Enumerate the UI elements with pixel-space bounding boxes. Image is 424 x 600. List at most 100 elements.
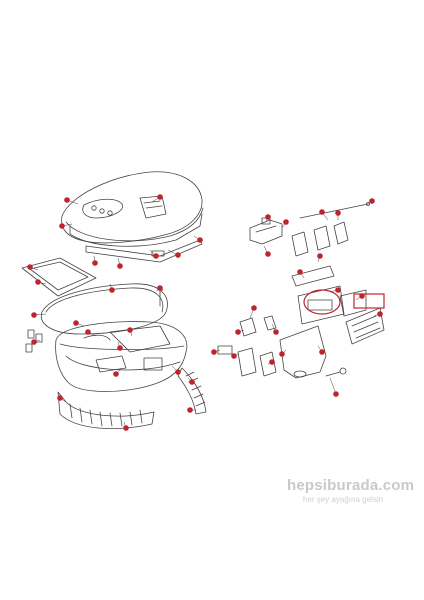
callout-marker — [317, 345, 325, 355]
callout-leader-line — [329, 377, 337, 395]
callout-dot — [297, 269, 303, 275]
callout-dot — [117, 263, 123, 269]
callout-marker — [317, 253, 323, 263]
callout-dot — [73, 320, 79, 326]
callout-marker — [167, 249, 181, 258]
callout-marker — [85, 329, 97, 337]
callout-dot — [175, 252, 181, 258]
callout-marker — [335, 210, 341, 220]
callout-marker — [171, 365, 181, 375]
callout-dot — [175, 369, 181, 375]
callout-marker — [73, 320, 85, 327]
seal-ring — [40, 283, 168, 335]
callout-dot — [231, 353, 237, 359]
callout-marker — [149, 249, 159, 259]
highlight-box — [353, 293, 385, 309]
callout-dot — [197, 237, 203, 243]
side-brackets — [217, 315, 277, 377]
callout-dot — [153, 253, 159, 259]
callout-marker — [92, 255, 98, 266]
callout-dot — [123, 425, 129, 431]
callout-marker — [109, 283, 115, 293]
callout-marker — [373, 311, 383, 317]
callout-marker — [187, 377, 195, 385]
callout-dot — [59, 223, 65, 229]
callout-dot — [279, 351, 285, 357]
callout-markers — [27, 194, 383, 431]
callout-marker — [265, 214, 271, 223]
callout-marker — [31, 312, 47, 318]
callout-marker — [157, 285, 163, 294]
callout-dot — [319, 349, 325, 355]
callout-dot — [377, 311, 383, 317]
callout-dot — [187, 407, 193, 413]
callout-dot — [265, 214, 271, 220]
callout-dot — [269, 359, 275, 365]
callout-marker — [271, 323, 279, 335]
callout-marker — [235, 329, 245, 335]
callout-marker — [113, 367, 123, 377]
callout-dot — [113, 371, 119, 377]
callout-marker — [187, 407, 196, 413]
watermark-brand: hepsiburada.com — [287, 477, 415, 494]
small-clips — [25, 329, 43, 353]
callout-marker — [193, 235, 203, 243]
callout-marker — [27, 264, 39, 271]
callout-marker — [231, 353, 239, 359]
callout-marker — [31, 339, 41, 345]
callout-dot — [317, 253, 323, 259]
callout-dot — [359, 293, 365, 299]
callout-dot — [273, 329, 279, 335]
callout-dot — [31, 312, 37, 318]
callout-dot — [157, 285, 163, 291]
lid-trim-strip — [85, 239, 203, 263]
callout-dot — [283, 219, 289, 225]
callout-marker — [281, 219, 289, 229]
callout-marker — [35, 279, 47, 285]
callout-marker — [117, 257, 123, 269]
callout-dot — [251, 305, 257, 311]
callout-dot — [57, 395, 63, 401]
callout-dot — [64, 197, 70, 203]
bottom-panel-left — [57, 391, 155, 429]
callout-dot — [31, 339, 37, 345]
callout-marker — [279, 349, 287, 357]
latch-rod — [299, 202, 370, 219]
callout-dot — [333, 391, 339, 397]
case-base — [55, 321, 188, 392]
callout-marker — [355, 293, 365, 301]
callout-dot — [335, 210, 341, 216]
watermark: hepsiburada.com her şey ayağına gelsin — [287, 477, 417, 504]
callout-dot — [265, 251, 271, 257]
callout-dot — [35, 279, 41, 285]
key — [325, 367, 347, 377]
callout-marker — [117, 341, 123, 351]
callout-dot — [117, 345, 123, 351]
callout-marker — [263, 245, 271, 257]
callout-dot — [85, 329, 91, 335]
case-lid — [61, 171, 204, 247]
callout-marker — [329, 377, 339, 397]
highlight-ellipse — [303, 289, 341, 315]
callout-marker — [267, 359, 275, 365]
callout-marker — [319, 209, 329, 221]
callout-dot — [27, 264, 33, 270]
callout-dot — [127, 327, 133, 333]
callout-marker — [249, 305, 257, 319]
callout-marker — [59, 223, 73, 229]
callout-dot — [319, 209, 325, 215]
callout-dot — [92, 260, 98, 266]
callout-dot — [335, 287, 341, 293]
callout-marker — [127, 327, 133, 337]
bottom-panel-right — [177, 367, 207, 415]
latch-arms — [291, 221, 349, 257]
inner-lid-panel — [21, 257, 97, 297]
callout-marker — [297, 269, 305, 279]
callout-dot — [157, 194, 163, 200]
callout-marker — [211, 349, 221, 355]
cover-plate — [339, 289, 385, 345]
callout-marker — [57, 395, 67, 403]
callout-dot — [211, 349, 217, 355]
callout-marker — [123, 421, 129, 431]
callout-marker — [151, 194, 163, 203]
